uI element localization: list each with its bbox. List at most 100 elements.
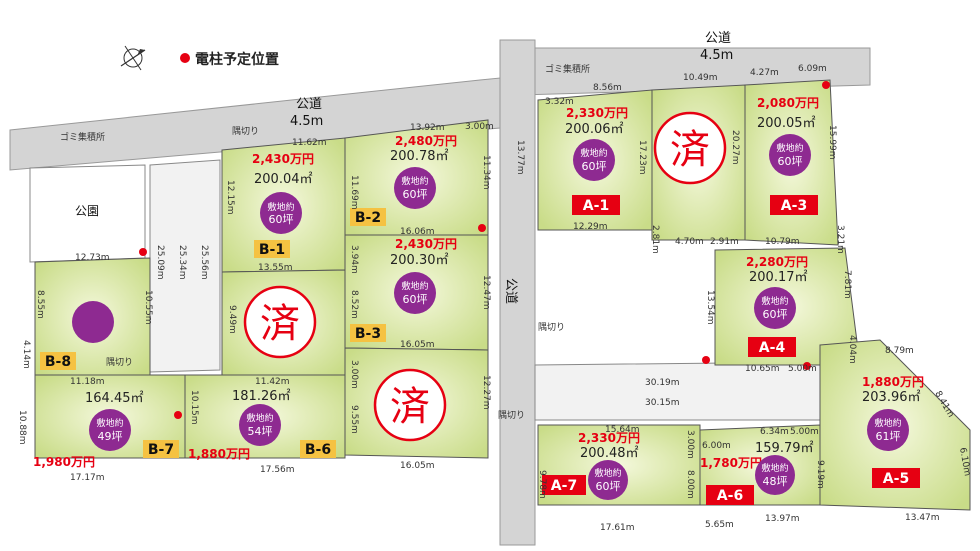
lot-badge-tsubo: 60坪	[269, 213, 294, 226]
dim-label: 13.77m	[515, 140, 525, 175]
dim-label: 9.78m	[537, 470, 547, 499]
lot-tag: A-6	[717, 488, 743, 504]
lot-badge-tsubo: 54坪	[248, 425, 273, 438]
lot-A-3[interactable]: 2,080万円 200.05㎡ 敷地約 60坪 A-3	[757, 96, 819, 215]
lot-tag: B-3	[355, 326, 381, 342]
lot-badge-tsubo: 60坪	[596, 480, 621, 493]
lot-tag-bg	[872, 468, 920, 488]
dim-label: 16.06m	[400, 227, 435, 237]
dim-label: 10.65m	[745, 364, 780, 374]
lot-badge-tsubo: 60坪	[763, 308, 788, 321]
dim-label: 12.27m	[481, 375, 491, 410]
pole-marker	[478, 224, 486, 232]
lot-badge-tsubo: 60坪	[582, 160, 607, 173]
sold-stamp-text: 済	[390, 384, 430, 430]
dim-label: 9.55m	[349, 405, 359, 434]
dim-label: 12.15m	[225, 180, 235, 215]
dim-label: 11.42m	[255, 377, 290, 387]
dim-label: 12.47m	[481, 275, 491, 310]
lot-badge-circle	[573, 139, 615, 181]
lot-B-5[interactable]: 181.26㎡ 敷地約 54坪 1,880万円 B-6	[188, 389, 336, 461]
lot-badge-label: 敷地約	[594, 467, 621, 479]
dim-label: 12.73m	[75, 253, 110, 263]
lot-area: 200.30㎡	[390, 253, 449, 268]
lot-badge-tsubo: 61坪	[876, 430, 901, 443]
lot-area: 203.96㎡	[862, 390, 921, 405]
dim-label: 25.56m	[199, 245, 209, 280]
lot-price: 1,980万円	[33, 455, 95, 469]
lot-tag-bg	[706, 485, 754, 505]
dim-label: 4.70m	[675, 237, 704, 247]
lot-tag: B-7	[148, 442, 174, 458]
dim-label: 17.61m	[600, 523, 635, 533]
dim-label: 4.27m	[750, 68, 779, 78]
lot-B-2[interactable]: 2,480万円 200.78㎡ 敷地約 60坪 B-2	[350, 134, 457, 226]
corner-label-2: 隅切り	[106, 357, 133, 368]
legend-pole-icon	[180, 53, 190, 63]
sold-stamp-text: 済	[670, 127, 710, 173]
garbage-right-label: ゴミ集積所	[545, 63, 590, 75]
lot-tag-bg	[542, 475, 586, 495]
lot-area: 200.78㎡	[390, 149, 449, 164]
lot-tag-bg	[300, 440, 336, 458]
lot-badge-label: 敷地約	[401, 280, 428, 292]
lot-B-6[interactable]: 164.45㎡ 敷地約 49坪 1,980万円 B-7	[33, 391, 179, 469]
lot-price: 2,080万円	[757, 96, 819, 110]
lot-area: 200.48㎡	[580, 446, 639, 461]
corner-label-3: 隅切り	[538, 322, 565, 333]
lot-badge-circle	[769, 134, 811, 176]
lot-price: 2,330万円	[578, 431, 640, 445]
lot-tag: B-8	[45, 354, 71, 370]
lot-badge-circle	[239, 404, 281, 446]
dim-label: 2.91m	[710, 237, 739, 247]
lot-B-8[interactable]: 済	[243, 285, 317, 359]
lot-badge-tsubo: 60坪	[778, 155, 803, 168]
sold-stamp	[373, 368, 447, 442]
lot-B-3[interactable]: 2,430万円 200.30㎡ 敷地約 60坪 B-3	[350, 237, 457, 342]
dim-label: 13.54m	[705, 290, 715, 325]
lot-tag: A-1	[583, 198, 609, 214]
legend-pole-text: 電柱予定位置	[195, 51, 279, 68]
dim-label: 30.19m	[645, 378, 680, 388]
lot-tag: A-4	[759, 340, 786, 356]
dim-label: 13.92m	[410, 123, 445, 133]
lot-badge-label: 敷地約	[401, 175, 428, 187]
lot-B-1[interactable]: 2,430万円 200.04㎡ 敷地約 60坪 B-1	[252, 152, 314, 258]
lot-badge-label: 敷地約	[874, 417, 901, 429]
garbage-left-label: ゴミ集積所	[60, 131, 105, 143]
road-middle-label: 公道	[503, 278, 518, 304]
lot-A-2[interactable]: 済	[653, 111, 727, 185]
lot-A-5[interactable]: 1,880万円 203.96㎡ 敷地約 61坪 A-5	[862, 375, 924, 488]
lot-A-4[interactable]: 2,280万円 200.17㎡ 敷地約 60坪 A-4	[746, 255, 808, 357]
dim-label: 5.00m	[790, 427, 819, 437]
lot-badge-label: 敷地約	[267, 201, 294, 213]
lot-price: 1,880万円	[862, 375, 924, 389]
dim-label: 8.56m	[593, 83, 622, 93]
dim-label: 10.15m	[189, 390, 199, 425]
lot-area: 200.06㎡	[565, 122, 624, 137]
lot-A-6[interactable]: 1,780万円 159.79㎡ 敷地約 48坪 A-6	[700, 441, 814, 505]
dim-label: 2.81m	[650, 225, 660, 254]
pole-marker	[174, 411, 182, 419]
lot-tag-bg	[40, 352, 76, 370]
pole-marker	[139, 248, 147, 256]
dim-label: 9.49m	[227, 305, 237, 334]
lot-tag: A-3	[781, 198, 807, 214]
lot-price: 1,780万円	[700, 456, 762, 470]
dim-label: 11.34m	[481, 155, 491, 190]
pole-marker	[702, 356, 710, 364]
dim-label: 16.05m	[400, 461, 435, 471]
lot-tag-bg	[350, 208, 386, 226]
dim-label: 13.97m	[765, 514, 800, 524]
lot-A-7[interactable]: 2,330万円 200.48㎡ 敷地約 60坪 A-7	[542, 431, 640, 500]
lot-A-1[interactable]: 2,330万円 200.06㎡ 敷地約 60坪 A-1	[565, 106, 628, 215]
dim-label: 4.14m	[21, 340, 31, 369]
dim-label: 10.55m	[143, 290, 153, 325]
lot-B-7[interactable]: B-8	[40, 301, 114, 370]
dim-label: 8.79m	[885, 346, 914, 356]
lot-badge-circle	[755, 455, 795, 495]
lot-B-4[interactable]: 済	[373, 368, 447, 442]
dim-label: 3.32m	[545, 97, 574, 107]
dim-label: 3.94m	[349, 245, 359, 274]
